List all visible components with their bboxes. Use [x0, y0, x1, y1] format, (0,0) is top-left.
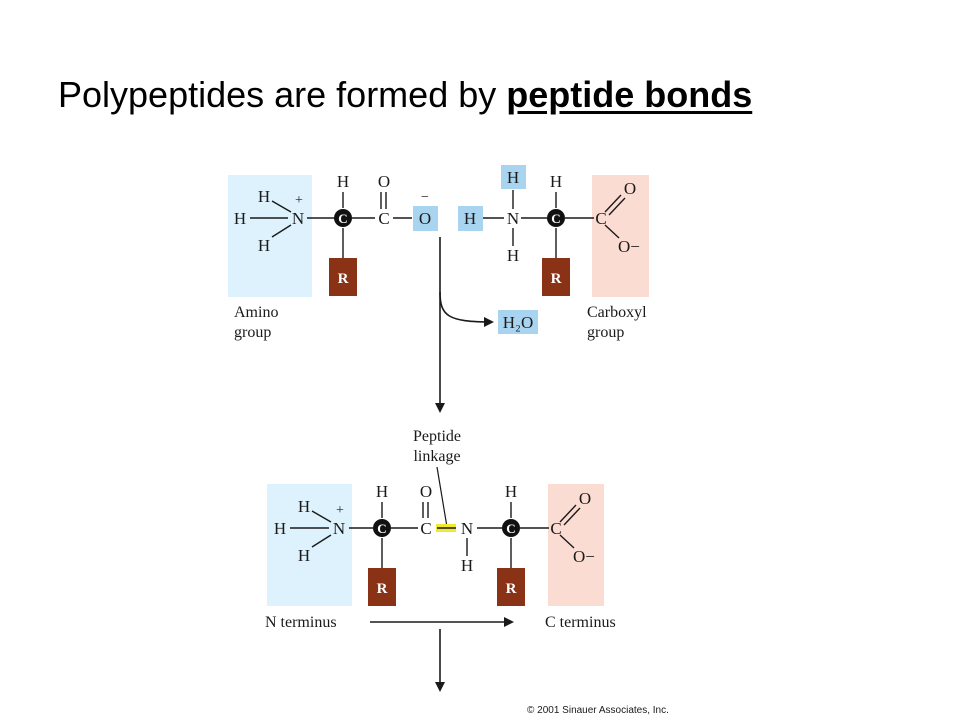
charge-plus-1: + [295, 193, 303, 208]
bonds-dipeptide [290, 502, 581, 568]
reaction-arrows: H₂O [435, 237, 538, 413]
atom-n-2: N [507, 209, 519, 228]
atom-o-carbonyl-1: O [378, 172, 390, 191]
product-c-carboxyl: C [550, 519, 561, 538]
alpha-carbon-2 [547, 209, 565, 227]
product-n-2: N [461, 519, 473, 538]
amino-group-label-line2: group [234, 324, 271, 341]
product-c-carbonyl: C [420, 519, 431, 538]
dipeptide-product: Peptide linkage [265, 428, 616, 692]
atom-h-n-bottom: H [507, 246, 519, 265]
atom-h-removed-left: H [464, 209, 476, 228]
product-h-n: H [461, 556, 473, 575]
atom-o-minus-2: O− [618, 237, 640, 256]
bonds-amino-acid-1 [250, 192, 412, 258]
alpha-carbon-1 [334, 209, 352, 227]
product-h-top-left: H [298, 497, 310, 516]
product-o-carboxyl: O [579, 489, 591, 508]
product-o-carbonyl: O [420, 482, 432, 501]
removed-oxygen-highlight [413, 206, 438, 231]
water-label: H₂O [503, 313, 533, 332]
r-group-2-label: R [551, 271, 562, 287]
bonds-amino-acid-2 [483, 190, 626, 258]
atom-c-carboxyl-2: C [595, 209, 606, 228]
peptide-linkage-label-line1: Peptide [413, 428, 461, 445]
water-box [498, 310, 538, 334]
atom-n-1: N [292, 209, 304, 228]
product-h-alpha-1: H [376, 482, 388, 501]
amino-group-label-line1: Amino [234, 304, 278, 321]
product-alpha-carbon-1-label: C [377, 521, 386, 536]
water-release-arrow [439, 291, 494, 327]
product-r-group-1 [368, 568, 396, 606]
c-terminus-box [548, 484, 604, 606]
product-alpha-carbon-2-label: C [506, 521, 515, 536]
product-r-group-2-label: R [506, 581, 517, 597]
r-group-1 [329, 258, 357, 296]
r-group-1-label: R [338, 271, 349, 287]
atom-h-removed-top: H [507, 168, 519, 187]
product-r-group-1-label: R [377, 581, 388, 597]
atom-h-left: H [234, 209, 246, 228]
atom-o-carboxyl-2: O [624, 179, 636, 198]
title-emphasis: peptide bonds [506, 74, 753, 115]
product-charge-plus: + [336, 503, 344, 518]
atom-h-top-left: H [258, 187, 270, 206]
reactants: H H H N + H C R C O O − Amino group [228, 165, 649, 341]
product-h-alpha-2: H [505, 482, 517, 501]
atom-h-bottom-left: H [258, 236, 270, 255]
amino-group-box [228, 175, 312, 297]
product-alpha-carbon-2 [502, 519, 520, 537]
product-h-left: H [274, 519, 286, 538]
n-terminus-label: N terminus [265, 614, 337, 631]
alpha-carbon-2-label: C [551, 211, 560, 226]
carboxyl-group-box [592, 175, 649, 297]
atom-h-alpha-1: H [337, 172, 349, 191]
removed-hydrogen-box-left [458, 206, 483, 231]
copyright-notice: © 2001 Sinauer Associates, Inc. [527, 705, 669, 716]
carboxyl-group-label-line2: group [587, 324, 624, 341]
product-o-minus: O− [573, 547, 595, 566]
atom-o-removed: O [419, 209, 431, 228]
n-terminus-box [267, 484, 352, 606]
title-prefix: Polypeptides are formed by [58, 74, 507, 115]
charge-minus-1: − [421, 190, 429, 205]
atom-h-alpha-2: H [550, 172, 562, 191]
slide-title: Polypeptides are formed by peptide bonds [58, 74, 752, 116]
product-r-group-2 [497, 568, 525, 606]
product-alpha-carbon-1 [373, 519, 391, 537]
product-n-1: N [333, 519, 345, 538]
alpha-carbon-1-label: C [338, 211, 347, 226]
peptide-linkage-label-line2: linkage [413, 448, 460, 465]
atom-c-carbonyl-1: C [378, 209, 389, 228]
removed-hydrogen-box-top [501, 165, 526, 189]
c-terminus-label: C terminus [545, 614, 616, 631]
r-group-2 [542, 258, 570, 296]
peptide-linkage-pointer [436, 466, 448, 528]
product-h-bottom-left: H [298, 546, 310, 565]
carboxyl-group-label-line1: Carboxyl [587, 304, 647, 321]
